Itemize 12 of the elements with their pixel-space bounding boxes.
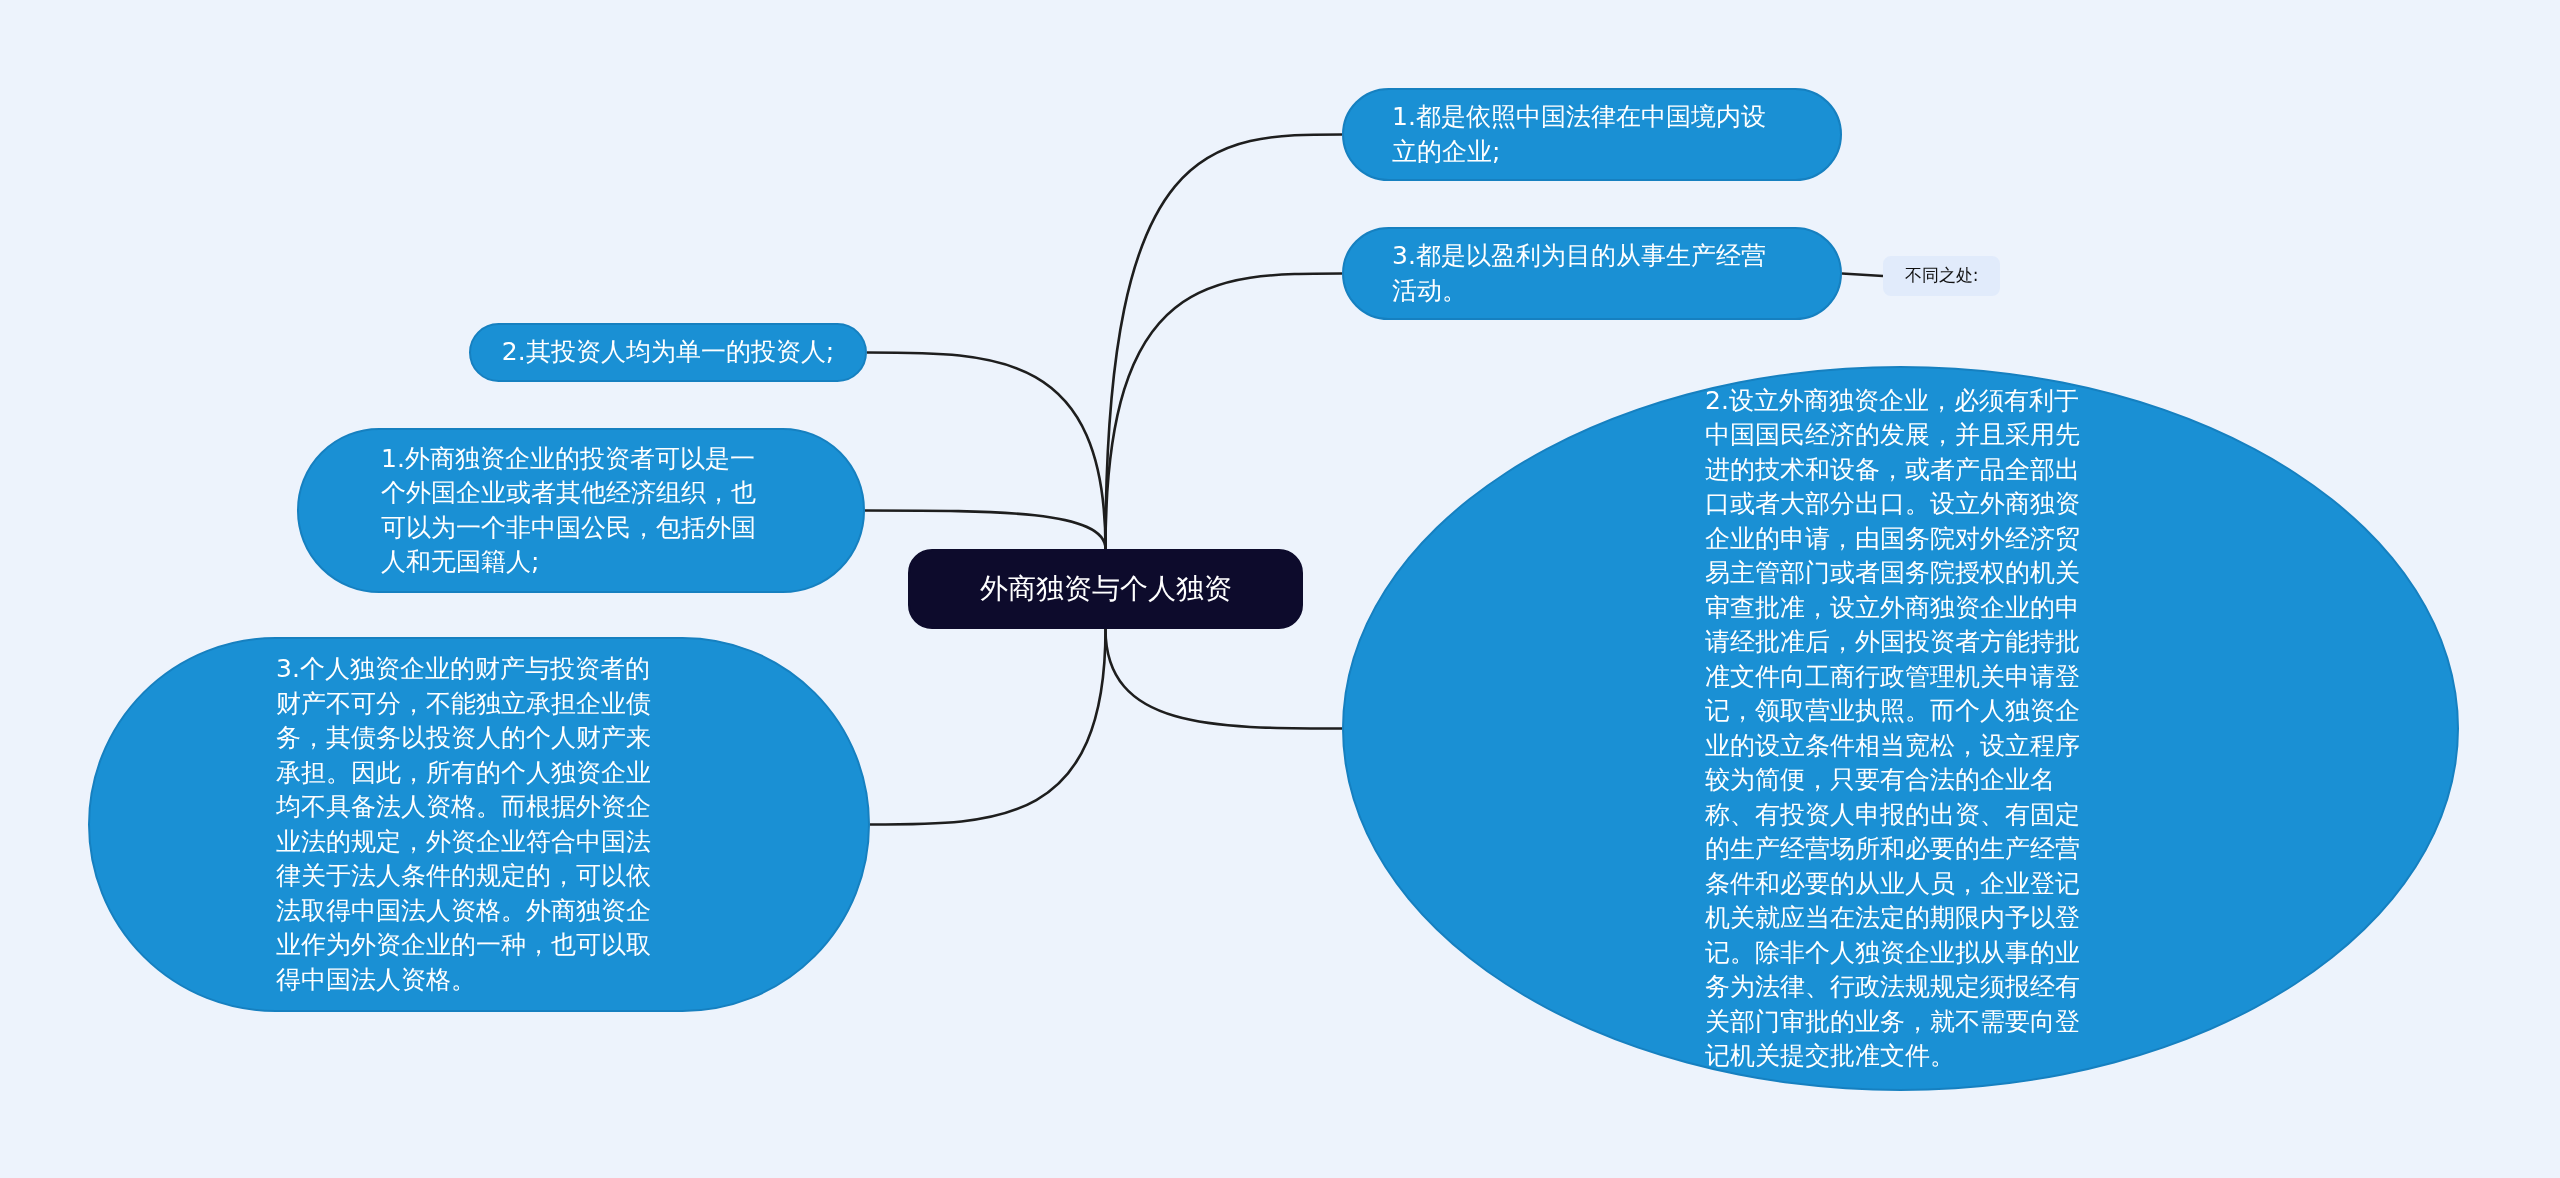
note-label-box: [1883, 256, 2000, 296]
topic-text: 1.外商独资企业的投资者可以是一个外国企业或者其他经济组织，也可以为一个非中国公民，包括外国人和无国籍人;: [381, 442, 757, 578]
topic-text: 3.个人独资企业的财产与投资者的财产不可分，不能独立承担企业债务，其债务以投资人的个人财产来承担。因此，所有的个人独资企业均不具备法人资格。而根据外资企业法的规定，外资企业符合中国法律关于法人条件的规定的，可以依法取得中国法人资格。外商独资企业作为外资企业的一种，也可以取得中国法人资格。: [276, 653, 652, 996]
topic-text: 3.都是以盈利为目的从事生产经营活动。: [1392, 240, 1767, 307]
connector-line: [1104, 628, 1342, 730]
connector-line: [1841, 272, 1884, 278]
root-topic-box: [908, 549, 1303, 629]
topic-text: 不同之处:: [1904, 264, 1979, 288]
topic-text: 2.其投资人均为单一的投资人;: [501, 336, 835, 369]
topic-text: 2.设立外商独资企业，必须有利于中国国民经济的发展，并且采用先进的技术和设备，或者产品全部出口或者大部分出口。设立外商独资企业的申请，由国务院对外经济贸易主管部门或者国务院授权的机关审查批准，设立外商独资企业的申请经批准后，外国投资者方能持批准文件向工商行政管理机关申请登记，领取营业执照。而个人独资企业的设立条件相当宽松，设立程序较为简便，只要有合法的企业名称、有投资人申报的出资、有固定的生产经营场所和必要的生产经营条件和必要的从业人员，企业登记机关就应当在法定的期限内予以登记。除非个人独资企业拟从事的业务为法律、行政法规规定须报经有关部门审批的业务，就不需要向登记机关提交批准文件。: [1705, 384, 2081, 1072]
topic-text: 外商独资与个人独资: [979, 570, 1232, 607]
topic-text: 1.都是依照中国法律在中国境内设立的企业;: [1392, 101, 1767, 168]
